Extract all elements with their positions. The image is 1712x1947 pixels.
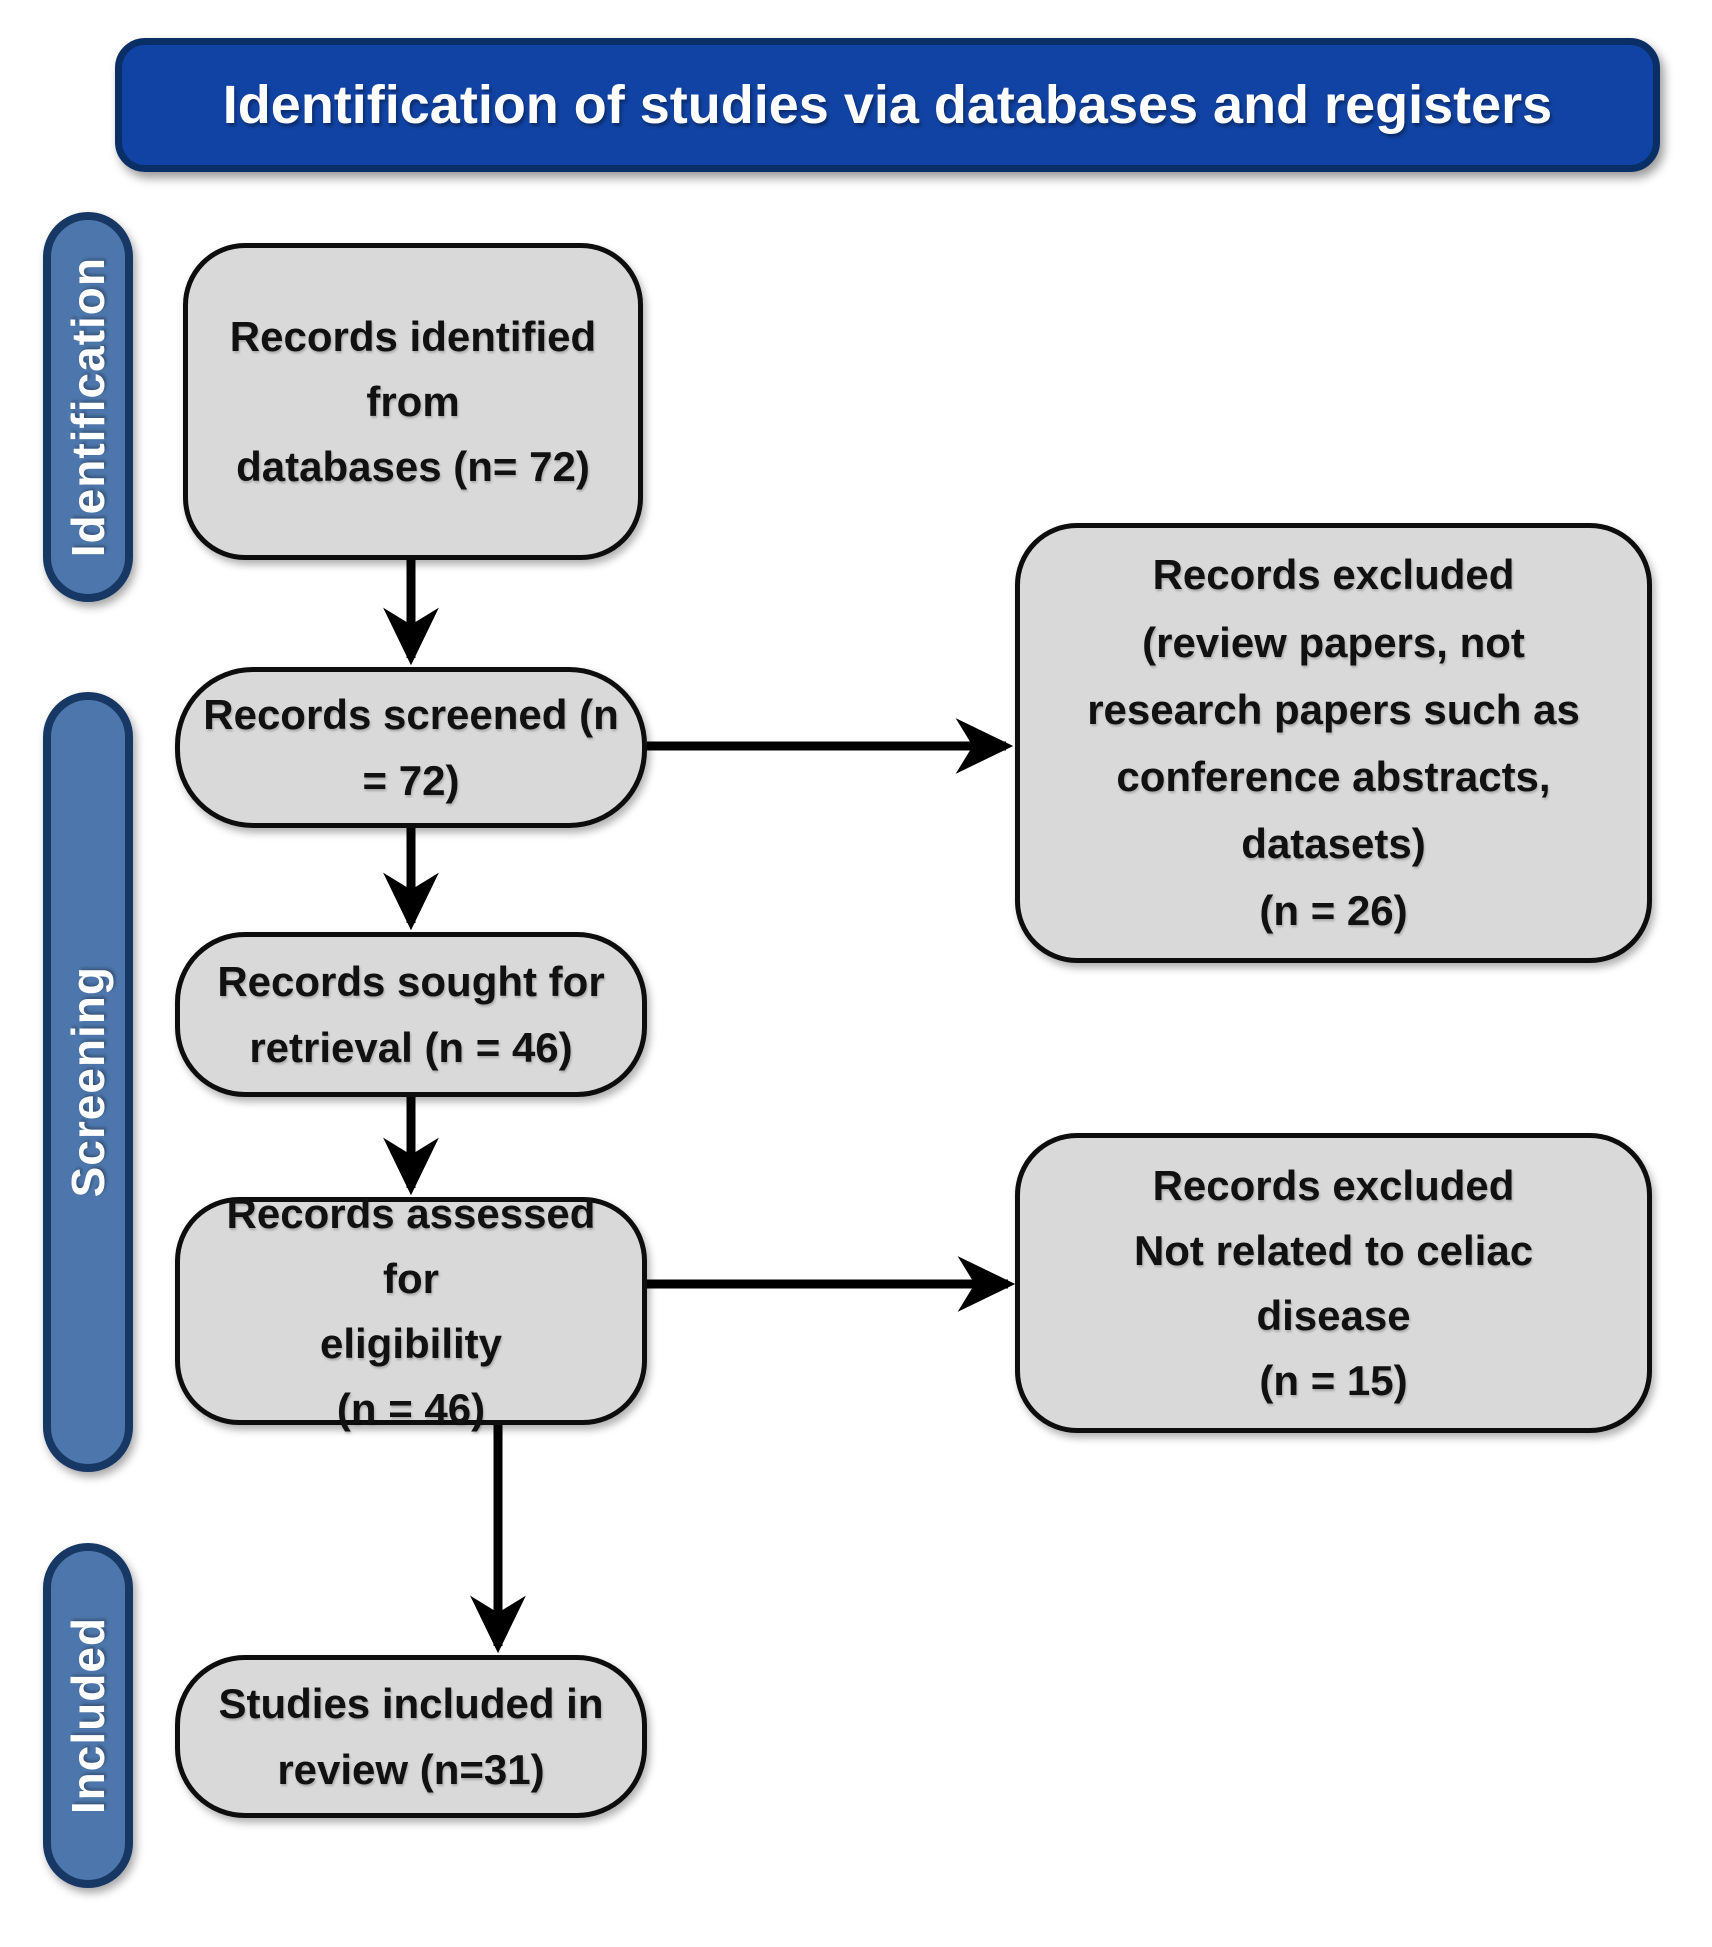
box-records-assessed-label: Records assessed for eligibility (n = 46… [226,1189,596,1433]
box-records-excluded-eligibility-label: Records excluded Not related to celiac d… [1133,1161,1534,1405]
box-studies-included: Studies included in review (n=31) [175,1655,647,1818]
box-studies-included-label: Studies included in review (n=31) [218,1680,604,1793]
box-records-screened-label: Records screened (n = 72) [203,691,619,804]
stage-screening-label: Screening [62,966,114,1198]
box-records-identified-label: Records identified from databases (n= 72… [229,312,597,491]
stage-identification-label: Identification [62,256,114,558]
box-records-sought: Records sought for retrieval (n = 46) [175,932,647,1097]
box-records-excluded-screening: Records excluded (review papers, not res… [1015,523,1652,963]
title-banner: Identification of studies via databases … [115,38,1660,172]
stage-included-label: Included [62,1616,114,1815]
stage-included: Included [43,1543,133,1888]
stage-identification: Identification [43,212,133,602]
title-text: Identification of studies via databases … [222,75,1553,135]
box-records-assessed: Records assessed for eligibility (n = 46… [175,1190,647,1432]
box-records-identified: Records identified from databases (n= 72… [183,243,643,560]
box-records-excluded-screening-label: Records excluded (review papers, not res… [1087,551,1580,935]
box-records-sought-label: Records sought for retrieval (n = 46) [217,958,605,1071]
box-records-screened: Records screened (n = 72) [175,667,647,828]
stage-screening: Screening [43,692,133,1472]
box-records-excluded-eligibility: Records excluded Not related to celiac d… [1015,1133,1652,1433]
